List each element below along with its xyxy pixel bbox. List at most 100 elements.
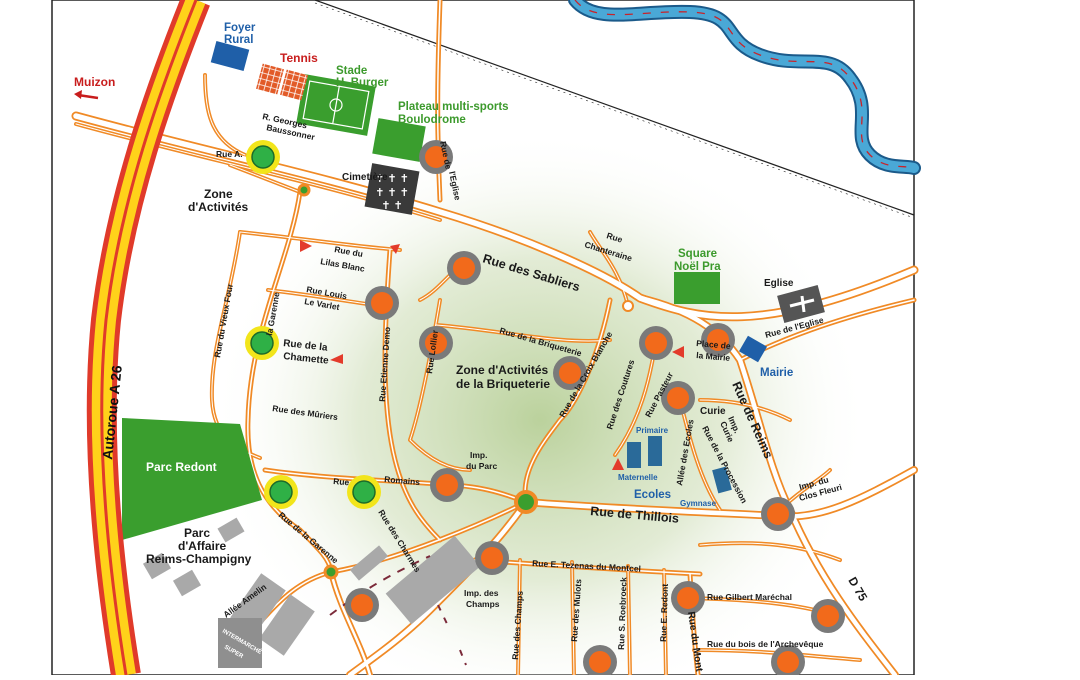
cemetery: ✝ ✝ ✝ ✝ ✝ ✝ ✝ ✝ bbox=[364, 163, 420, 215]
svg-text:✝ ✝: ✝ ✝ bbox=[381, 200, 403, 212]
street-mulots: Rue des Mulots bbox=[569, 579, 583, 643]
parc-redont-label: Parc Redont bbox=[146, 460, 217, 474]
zone-briqueterie-label-2: de la Briqueterie bbox=[456, 377, 550, 391]
stadium bbox=[296, 74, 376, 136]
bus-stop-icon bbox=[771, 645, 805, 679]
cimetiere-label: Cimetière bbox=[342, 172, 388, 183]
bus-stop-icon bbox=[447, 251, 481, 285]
road-segment-fill bbox=[247, 191, 332, 573]
bus-stop-icon bbox=[475, 541, 509, 575]
ecoles-label: Ecoles bbox=[634, 489, 671, 501]
street-romains-prefix: Rue bbox=[333, 476, 350, 487]
road-segment-fill bbox=[329, 570, 372, 677]
muizon-label: Muizon bbox=[74, 75, 115, 89]
green-stop-icon bbox=[245, 326, 279, 360]
one-way-markers bbox=[300, 240, 684, 364]
road-segment-fill bbox=[204, 74, 246, 156]
parc-affaire-label-1: Parc bbox=[184, 526, 210, 540]
svg-text:✝ ✝ ✝: ✝ ✝ ✝ bbox=[375, 187, 409, 199]
tennis-label: Tennis bbox=[280, 51, 318, 65]
tennis-courts bbox=[256, 63, 308, 101]
road-segment-fill bbox=[517, 559, 521, 676]
parks bbox=[122, 63, 720, 540]
bus-stop-icon bbox=[419, 140, 453, 174]
road-segment-fill bbox=[571, 561, 575, 676]
plateau-multisports bbox=[372, 118, 426, 162]
muizon-direction: Muizon bbox=[74, 75, 115, 100]
gymnase-label: Gymnase bbox=[680, 499, 717, 508]
road-segment-fill bbox=[589, 231, 629, 307]
arrow-left-icon bbox=[74, 90, 99, 100]
street-marechal: Rue Gilbert Maréchal bbox=[707, 592, 792, 602]
road-segment-fill bbox=[261, 501, 527, 621]
road-segment-fill bbox=[524, 299, 611, 503]
bus-stop-icon bbox=[430, 468, 464, 502]
green-stop-icon bbox=[246, 140, 280, 174]
square-label-1: Square bbox=[678, 248, 717, 260]
street-place-mairie-1: Place de bbox=[696, 338, 732, 351]
street-imp-champs-1: Imp. des bbox=[464, 588, 499, 598]
street-imp-champs-2: Champs bbox=[466, 599, 500, 609]
town-center-glow bbox=[210, 130, 870, 680]
parc-affaire-label-2: d'Affaire bbox=[178, 539, 227, 553]
gymnase-building bbox=[712, 466, 732, 494]
road-segment-fill bbox=[637, 295, 898, 678]
street-curie: Curie bbox=[700, 406, 726, 417]
road-segment-fill bbox=[239, 231, 401, 251]
street-romains: Romains bbox=[384, 474, 421, 487]
zone-activites-label-1: Zone bbox=[204, 187, 233, 201]
mairie-label: Mairie bbox=[760, 367, 793, 379]
bus-stop-icon bbox=[583, 645, 617, 679]
street-imp-parc-1: Imp. bbox=[470, 450, 487, 460]
street-redont: Rue E. Redont bbox=[658, 584, 670, 643]
foyer-rural-label-2: Rural bbox=[224, 34, 253, 46]
road-segment-fill bbox=[699, 542, 841, 561]
street-archeveque: Rue du bois de l'Archevêque bbox=[707, 639, 824, 649]
zone-activites-label-2: d'Activités bbox=[188, 200, 249, 214]
church bbox=[777, 285, 825, 323]
parc-redont-area bbox=[122, 418, 262, 540]
plateau-label-2: Boulodrome bbox=[398, 114, 466, 126]
street-lilas-1: Rue du bbox=[334, 244, 364, 259]
school-building-1 bbox=[627, 442, 641, 468]
highway-a26 bbox=[86, 0, 210, 678]
green-stop-icon bbox=[347, 475, 381, 509]
place-labels: Foyer Rural Tennis Stade H. Burger Plate… bbox=[146, 22, 794, 660]
bus-stop-icon bbox=[661, 381, 695, 415]
bus-stop-icon bbox=[701, 323, 735, 357]
street-roebroeck: Rue S. Roebroeck bbox=[616, 577, 629, 650]
commercial-buildings bbox=[142, 517, 481, 668]
buildings: ✝ ✝ ✝ ✝ ✝ ✝ ✝ ✝ bbox=[142, 40, 825, 668]
bus-stop-icon bbox=[365, 286, 399, 320]
road-segment-fill bbox=[229, 164, 301, 193]
road-segment-fill bbox=[73, 113, 917, 320]
bus-stop-icon bbox=[761, 497, 795, 531]
school-building-2 bbox=[648, 436, 662, 466]
foyer-rural-building bbox=[210, 40, 250, 72]
bus-stop-icon bbox=[639, 326, 673, 360]
river bbox=[568, 0, 921, 175]
foyer-rural-label-1: Foyer bbox=[224, 22, 256, 34]
street-chamette-2: Chamette bbox=[283, 351, 330, 367]
primaire-label: Primaire bbox=[636, 426, 669, 435]
maternelle-label: Maternelle bbox=[618, 473, 658, 482]
bus-stop-icon bbox=[345, 588, 379, 622]
street-rue-champs: Rue des Champs bbox=[510, 590, 525, 660]
bus-stop-icon bbox=[419, 326, 453, 360]
zone-boundary bbox=[329, 555, 431, 616]
roundabouts bbox=[297, 183, 634, 580]
svg-text:✝ ✝ ✝: ✝ ✝ ✝ bbox=[375, 173, 409, 185]
bus-stop-icon bbox=[811, 599, 845, 633]
street-chanteraine-1: Rue bbox=[605, 230, 624, 244]
street-rue-a: Rue A. bbox=[216, 149, 243, 159]
street-chamette-1: Rue de la bbox=[283, 338, 329, 354]
stade-label-2: H. Burger bbox=[336, 77, 389, 89]
road-segment-fill bbox=[264, 469, 527, 503]
road-segment-fill bbox=[663, 569, 667, 676]
plateau-label-1: Plateau multi-sports bbox=[398, 101, 509, 113]
road-segment-fill bbox=[347, 499, 529, 678]
stade-label-1: Stade bbox=[336, 65, 367, 77]
school-marker bbox=[612, 458, 624, 470]
